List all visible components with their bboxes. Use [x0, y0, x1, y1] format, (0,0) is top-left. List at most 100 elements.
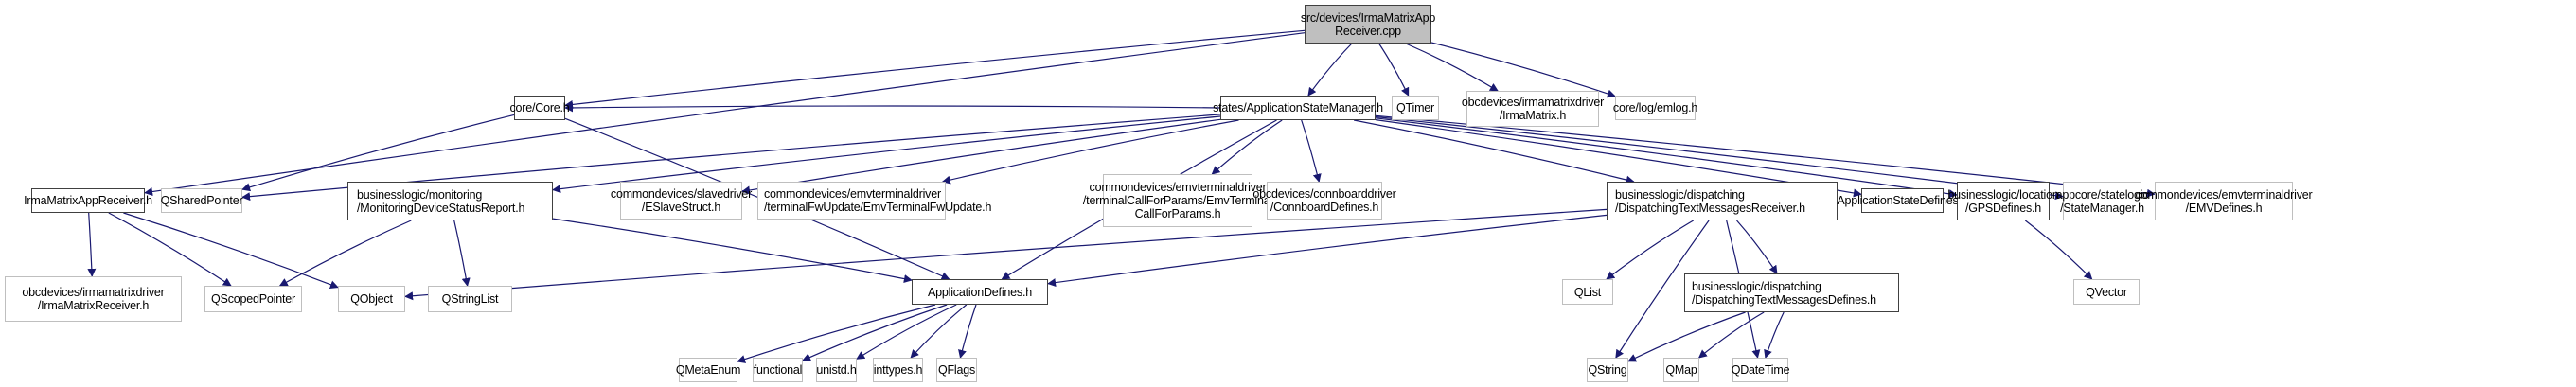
edge-root-to-qtimer — [1378, 43, 1410, 97]
node-statemanager-h: appcore/statelogic /StateManager.h — [2056, 182, 2149, 220]
node-label: QStringList — [441, 292, 499, 306]
node-core-h[interactable]: core/Core.h — [509, 96, 570, 120]
edge-asm_h-to-connboard_h — [1301, 119, 1322, 183]
node-label: src/devices/IrmaMatrixApp Receiver.cpp — [1300, 10, 1436, 38]
edge-asm_h-to-emvcfp_h — [1211, 119, 1283, 175]
node-dispatching-text-messages-defines-h[interactable]: businesslogic/dispatching /DispatchingTe… — [1684, 273, 1899, 312]
edge-root-to-core_h — [564, 29, 1306, 109]
edge-appdefs_h-to-qmetaenum — [737, 304, 936, 363]
edge-dtmr_h-to-qobject — [404, 208, 1608, 301]
node-label: businesslogic/monitoring /MonitoringDevi… — [357, 187, 525, 215]
edge-imar_h-to-imr_h — [87, 212, 97, 277]
edge-appdefs_h-to-inttypes_h — [910, 304, 968, 359]
node-qvector: QVector — [2073, 279, 2140, 305]
node-irmamatrix-h: obcdevices/irmamatrixdriver /IrmaMatrix.… — [1462, 91, 1604, 127]
node-label: obcdevices/irmamatrixdriver /IrmaMatrixR… — [22, 286, 165, 312]
node-label: QVector — [2086, 285, 2127, 299]
node-label: QSharedPointer — [160, 194, 243, 207]
node-label: core/Core.h — [509, 101, 570, 114]
node-connboarddefines-h: obcdevices/connboarddriver /ConnboardDef… — [1252, 182, 1396, 220]
node-qdatetime: QDateTime — [1731, 358, 1790, 382]
node-label: ApplicationDefines.h — [928, 285, 1032, 299]
node-qflags: QFlags — [936, 358, 977, 382]
node-label: states/ApplicationStateManager.h — [1213, 101, 1383, 114]
edge-dtmr_h-to-qlist — [1606, 220, 1695, 280]
edge-root-to-emlog_h — [1430, 42, 1616, 98]
node-dispatching-text-messages-receiver-h[interactable]: businesslogic/dispatching /DispatchingTe… — [1607, 182, 1838, 220]
edge-dtmd_h-to-qstring — [1627, 311, 1746, 362]
node-label: commondevices/emvterminaldriver /EMVDefi… — [2135, 187, 2313, 215]
node-label: QFlags — [937, 363, 976, 377]
node-irmamatrixreceiver-h: obcdevices/irmamatrixdriver /IrmaMatrixR… — [5, 276, 182, 322]
node-label: inttypes.h — [873, 363, 923, 377]
node-label: appcore/statelogic /StateManager.h — [2055, 187, 2149, 215]
edge-root-to-irmamatrix_h — [1405, 43, 1499, 92]
node-label: QScopedPointer — [211, 292, 295, 306]
node-qmap: QMap — [1663, 358, 1699, 382]
node-label: obcdevices/irmamatrixdriver /IrmaMatrix.… — [1461, 96, 1605, 122]
node-functional: functional — [753, 358, 803, 382]
edge-dtmr_h-to-dtmd_h — [1736, 220, 1778, 274]
node-label: commondevices/emvterminaldriver /termina… — [764, 187, 992, 214]
node-label: commondevices/slavedriver /ESlaveStruct.… — [610, 187, 753, 214]
edge-appdefs_h-to-qflags — [958, 304, 977, 359]
node-inttypes-h: inttypes.h — [873, 358, 923, 382]
edge-imar_h-to-qscopedpointer — [108, 212, 232, 287]
node-application-defines-h[interactable]: ApplicationDefines.h — [912, 279, 1048, 305]
edge-asm_h-to-eslave_h — [741, 118, 1221, 195]
node-label: QMetaEnum — [675, 363, 741, 377]
node-gpsdefines-h[interactable]: businesslogic/location /GPSDefines.h — [1947, 182, 2059, 220]
edge-asm_h-to-emvfw_h — [941, 119, 1239, 185]
node-qobject: QObject — [338, 286, 405, 312]
edge-root-to-asm_h — [1307, 43, 1353, 97]
node-label: QString — [1588, 363, 1627, 377]
node-label: QDateTime — [1731, 363, 1790, 377]
node-emvdefines-h: commondevices/emvterminaldriver /EMVDefi… — [2136, 182, 2313, 220]
node-unistd-h: unistd.h — [816, 358, 857, 382]
edge-mdsr_h-to-qstringlist — [453, 220, 471, 287]
edge-asm_h-to-dtmr_h — [1353, 119, 1635, 185]
edge-appdefs_h-to-functional — [802, 304, 948, 361]
node-label: businesslogic/dispatching /DispatchingTe… — [1615, 187, 1805, 215]
node-root-irmamatrixappreceiver-cpp: src/devices/IrmaMatrixApp Receiver.cpp — [1301, 5, 1435, 44]
edge-root-to-imar_h — [144, 32, 1306, 196]
node-qmetaenum: QMetaEnum — [675, 358, 741, 382]
node-label: QObject — [350, 292, 393, 306]
edge-dtmd_h-to-qmap — [1697, 311, 1765, 359]
node-label: commondevices/emvterminaldriver /termina… — [1082, 181, 1273, 220]
node-label: unistd.h — [816, 363, 857, 377]
edge-appdefs_h-to-unistd_h — [856, 304, 957, 360]
edge-dtmr_h-to-qstring — [1615, 220, 1710, 359]
node-label: QMap — [1665, 363, 1697, 377]
edge-asm_h-to-core_h — [564, 103, 1221, 113]
edge-asm_h-to-gps_h — [1375, 117, 1958, 199]
node-label: obcdevices/connboarddriver /ConnboardDef… — [1252, 187, 1396, 214]
edge-asm_h-to-mdsr_h — [552, 115, 1221, 194]
node-irmamatrixappreceiver-h[interactable]: IrmaMatrixAppReceiver.h — [24, 188, 152, 213]
node-qscopedpointer: QScopedPointer — [204, 286, 302, 312]
node-label: businesslogic/location /GPSDefines.h — [1947, 187, 2059, 215]
edge-core_h-to-qsharedpointer — [241, 114, 515, 192]
node-emvterminalcallforparams-h: commondevices/emvterminaldriver /termina… — [1083, 174, 1272, 227]
node-qtimer: QTimer — [1392, 96, 1439, 120]
node-monitoring-device-status-report-h[interactable]: businesslogic/monitoring /MonitoringDevi… — [347, 182, 553, 220]
node-application-state-manager-h[interactable]: states/ApplicationStateManager.h — [1213, 96, 1383, 120]
node-eslavestruct-h: commondevices/slavedriver /ESlaveStruct.… — [611, 182, 752, 220]
node-application-state-defines-h[interactable]: ApplicationStateDefines.h — [1837, 188, 1968, 213]
edge-mdsr_h-to-appdefs_h — [552, 218, 913, 283]
node-label: businesslogic/dispatching /DispatchingTe… — [1692, 279, 1876, 307]
edge-gps_h-to-qvector — [2024, 220, 2093, 280]
node-label: functional — [753, 363, 803, 377]
node-label: QTimer — [1396, 101, 1434, 114]
edge-core_h-to-appdefs_h — [564, 117, 950, 280]
edge-dtmr_h-to-appdefs_h — [1047, 214, 1608, 288]
node-emvterminalfwupdate-h: commondevices/emvterminaldriver /termina… — [757, 182, 991, 220]
node-qlist: QList — [1562, 279, 1613, 305]
node-label: ApplicationStateDefines.h — [1837, 194, 1968, 207]
edge-mdsr_h-to-qscopedpointer — [278, 220, 412, 287]
node-qsharedpointer: QSharedPointer — [160, 188, 243, 213]
node-qstring: QString — [1587, 358, 1628, 382]
node-emlog-h: core/log/emlog.h — [1613, 96, 1697, 120]
